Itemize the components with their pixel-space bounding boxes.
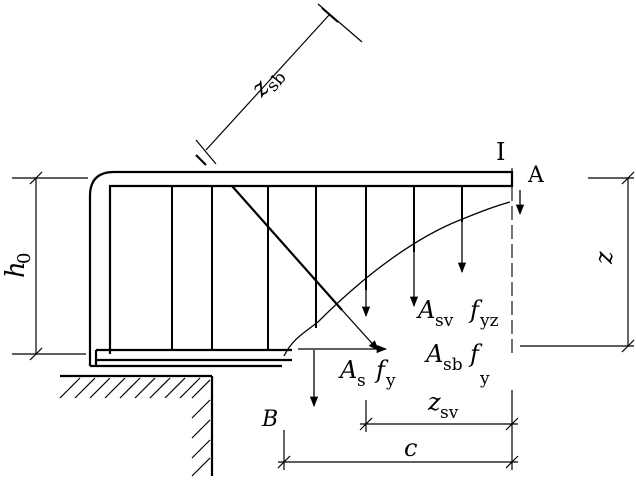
beam-outline	[88, 170, 514, 368]
svg-text:y: y	[479, 369, 490, 389]
label-c: c	[404, 434, 417, 462]
h0-dimension	[12, 171, 88, 361]
svg-text:y: y	[385, 371, 396, 391]
svg-text:sv: sv	[435, 311, 454, 331]
label-h0: h 0	[1, 253, 35, 278]
svg-text:sb: sb	[443, 355, 463, 375]
bent-up-bar	[231, 185, 343, 311]
svg-text:z: z	[590, 251, 618, 265]
label-z: z	[590, 251, 618, 265]
label-asv-fyz: A sv f yz	[416, 296, 499, 331]
support	[59, 374, 214, 477]
support-hatch	[59, 377, 211, 477]
stirrup-force-arrows	[361, 190, 525, 318]
svg-text:f: f	[468, 340, 483, 368]
svg-text:sv: sv	[440, 403, 459, 423]
zsv-dimension	[359, 390, 519, 470]
label-asb-fy: A sb f y	[424, 340, 490, 389]
label-as-fy: A s f y	[338, 356, 396, 391]
svg-text:A: A	[416, 296, 435, 324]
label-point-a: A	[527, 163, 545, 188]
svg-text:0: 0	[14, 253, 35, 264]
inclined-crack	[283, 201, 511, 357]
stirrups	[171, 186, 463, 350]
label-zsv: z sv	[427, 388, 459, 423]
c-dimension	[277, 430, 519, 470]
label-zsb: z sb	[245, 68, 291, 103]
label-point-b: B	[261, 407, 278, 432]
svg-text:yz: yz	[479, 311, 499, 331]
label-section-i: I	[496, 138, 505, 166]
bent-bar-force-arrow	[341, 309, 379, 351]
svg-text:z: z	[427, 388, 441, 416]
z-dimension	[520, 171, 635, 353]
svg-text:h: h	[1, 261, 31, 278]
svg-text:A: A	[424, 340, 443, 368]
svg-text:A: A	[338, 356, 357, 384]
svg-text:s: s	[357, 371, 366, 391]
zsb-dimension	[195, 3, 363, 166]
